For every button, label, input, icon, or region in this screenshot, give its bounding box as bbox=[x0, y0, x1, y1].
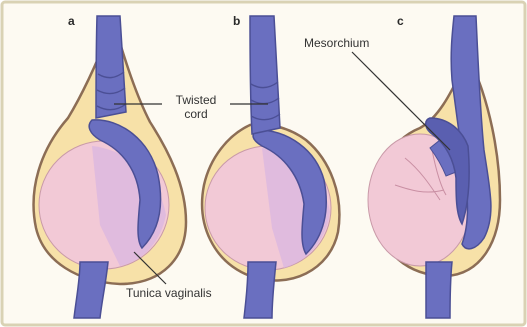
twisted-cord-callout: Twisted cord bbox=[164, 93, 228, 121]
tunica-vaginalis-callout: Tunica vaginalis bbox=[126, 286, 212, 300]
twisted-cord-line1: Twisted bbox=[164, 93, 228, 107]
panel-c-lower-cord bbox=[426, 262, 452, 318]
panel-b-label: b bbox=[233, 14, 240, 28]
mesorchium-callout: Mesorchium bbox=[304, 36, 369, 50]
panel-b-lower-cord bbox=[244, 262, 276, 318]
twisted-cord-line2: cord bbox=[164, 107, 228, 121]
panel-c-label: c bbox=[397, 14, 404, 28]
panel-a-label: a bbox=[68, 14, 75, 28]
panel-a-upper-cord bbox=[96, 16, 126, 118]
